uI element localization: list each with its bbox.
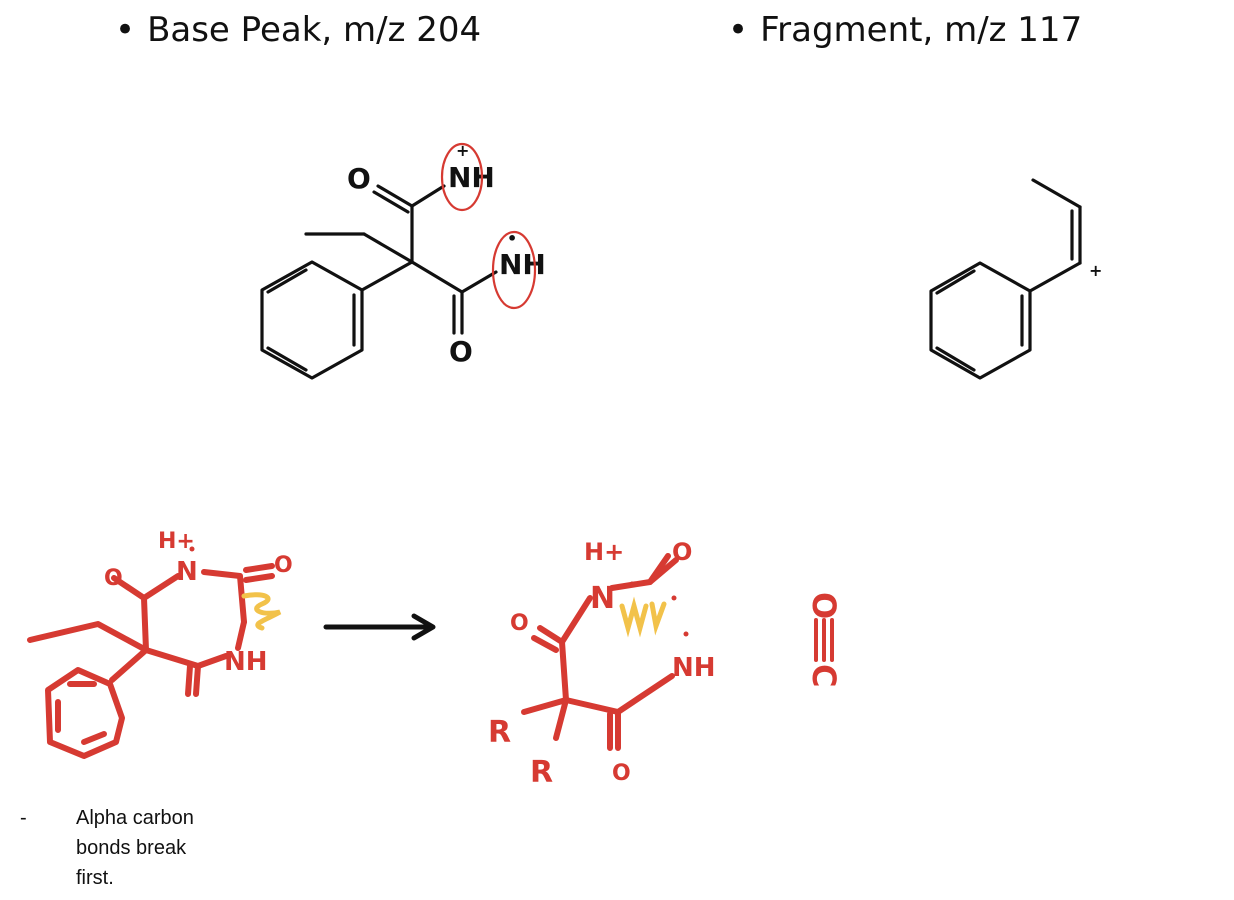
co-c: C bbox=[805, 664, 843, 687]
hw-ring bbox=[45, 667, 125, 759]
base-peak-label: Base Peak, m/z 204 bbox=[147, 10, 482, 50]
circle-top-nh bbox=[440, 142, 484, 212]
atom-o-bottom: O bbox=[449, 335, 473, 368]
fragment-charge: + bbox=[1089, 261, 1102, 280]
hw-highlight-right bbox=[619, 596, 667, 638]
ethyl-bond bbox=[362, 232, 414, 264]
arrow-head bbox=[411, 613, 436, 641]
ring-to-carbon-bond bbox=[360, 260, 414, 292]
bullet-glyph: • bbox=[115, 10, 136, 50]
fragment-inner-bond bbox=[935, 346, 976, 372]
fragment-inner-bond bbox=[935, 269, 976, 295]
hw-h-plus-right: H+ bbox=[584, 538, 624, 566]
hw-nh-left: NH bbox=[224, 647, 268, 677]
fragment-terminal-bond bbox=[1031, 178, 1082, 209]
benzene-inner-bond bbox=[266, 268, 308, 294]
hw-lower-carbonyl bbox=[193, 663, 201, 697]
hw-upper-to-n-right bbox=[559, 595, 593, 645]
hw-yellow-squiggle bbox=[241, 592, 282, 631]
note-bullet-dash: - bbox=[20, 807, 27, 829]
upper-amide-bond bbox=[410, 184, 446, 208]
hw-c-double-o-right bbox=[647, 557, 679, 585]
base-peak-heading: • Base Peak, m/z 204 bbox=[115, 10, 481, 50]
hw-n-left: N bbox=[176, 557, 198, 587]
hw-o-left-right: O bbox=[510, 611, 529, 636]
hw-dot bbox=[671, 595, 677, 601]
bullet-glyph: • bbox=[728, 10, 749, 50]
hw-r-bonds bbox=[521, 697, 569, 741]
hw-center-carbon-double bbox=[531, 635, 559, 653]
hw-lower-arm bbox=[143, 647, 229, 669]
lower-amide-bond bbox=[460, 270, 498, 294]
fragment-structure bbox=[929, 178, 1082, 380]
hw-dot bbox=[683, 631, 689, 637]
hw-r-first: R bbox=[488, 715, 511, 750]
note-text: Alpha carbon bonds break first. bbox=[76, 807, 194, 889]
hw-right-arm bbox=[563, 673, 675, 715]
hw-right-carbonyl bbox=[607, 709, 621, 751]
hw-highlight-left bbox=[241, 592, 282, 631]
base-peak-labels: O NH NH O + • bbox=[347, 141, 546, 368]
hw-ring-inner bbox=[55, 681, 107, 745]
co-triple-bond bbox=[814, 618, 834, 662]
hw-nh-bond bbox=[235, 619, 247, 651]
hw-radical-dots bbox=[189, 546, 689, 637]
co-o: O bbox=[805, 592, 843, 619]
hw-dot bbox=[629, 581, 635, 587]
atom-nh-middle: NH bbox=[499, 248, 546, 281]
benzene-ring bbox=[260, 260, 364, 380]
fragment-benzene-ring bbox=[929, 261, 1032, 380]
hw-o-top-left: O bbox=[104, 566, 123, 591]
circle-middle-nh bbox=[491, 230, 537, 310]
hw-upper-to-n bbox=[141, 573, 181, 601]
hw-ethyl bbox=[27, 621, 149, 653]
base-peak-structure bbox=[260, 184, 498, 380]
hw-c-double-o bbox=[243, 563, 275, 583]
hw-h-plus-left: H+ bbox=[158, 529, 195, 554]
hw-o-bottom-right: O bbox=[612, 761, 631, 786]
highlight-circles bbox=[440, 142, 537, 310]
atom-nh-top: NH bbox=[448, 161, 495, 194]
handwritten-reactant bbox=[27, 563, 275, 759]
hw-n-to-c bbox=[201, 569, 247, 625]
handwritten-product bbox=[521, 553, 679, 751]
lower-arm-bond bbox=[410, 260, 464, 294]
hw-o-right-left: O bbox=[274, 553, 293, 578]
carbon-monoxide: C O bbox=[805, 592, 843, 687]
hw-labels-left: H+ N O O NH bbox=[104, 529, 293, 677]
hw-r-second: R bbox=[530, 755, 553, 790]
reaction-arrow bbox=[323, 613, 436, 641]
atom-o-top: O bbox=[347, 162, 371, 195]
fragment-heading: • Fragment, m/z 117 bbox=[728, 10, 1082, 50]
radical-dot-middle: • bbox=[507, 229, 517, 248]
hw-n-right: N bbox=[590, 581, 615, 616]
hw-nh-right: NH bbox=[672, 653, 716, 683]
fragment-label: Fragment, m/z 117 bbox=[760, 10, 1083, 50]
hw-lower-carbonyl-double bbox=[185, 663, 193, 697]
hw-yellow-squiggle-right bbox=[619, 596, 667, 638]
hw-o-top-right: O bbox=[672, 538, 692, 566]
fragment-ring-bond bbox=[1028, 261, 1082, 293]
upper-carbonyl-bond bbox=[376, 184, 414, 208]
hw-ring-to-carbon bbox=[109, 647, 149, 683]
benzene-inner-bond bbox=[266, 346, 308, 372]
hw-dot bbox=[189, 546, 195, 552]
upper-carbonyl-double-bond bbox=[372, 190, 410, 214]
hw-labels-right: H+ N O O NH R R O bbox=[488, 538, 716, 790]
